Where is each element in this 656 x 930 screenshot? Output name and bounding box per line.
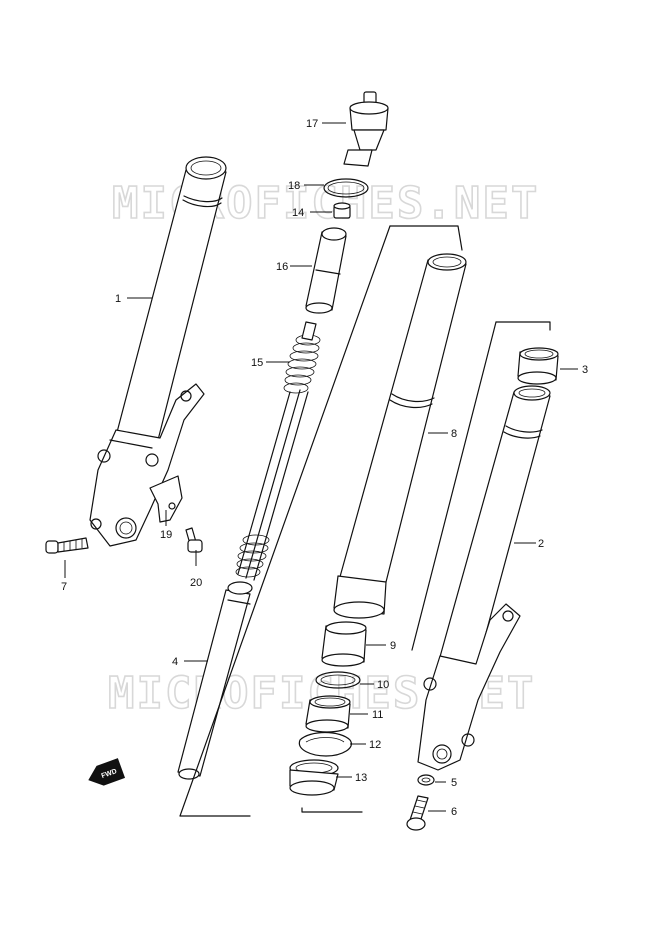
callout-5: 5 [451,777,457,789]
callout-6: 6 [451,806,457,818]
bolt-part-7 [45,537,89,554]
washer-part-5 [417,774,435,786]
clip-part-12 [298,731,352,757]
callout-19: 19 [160,529,172,541]
callout-2: 2 [538,538,544,550]
bolt-part-20 [185,527,203,553]
spacer-part-16 [305,227,347,314]
callout-18: 18 [288,180,300,192]
outer-tube-left [89,156,227,547]
callout-15: 15 [251,357,263,369]
callout-leaders [64,122,578,812]
bolt-part-6 [406,795,429,831]
callout-7: 7 [61,581,67,593]
callout-16: 16 [276,261,288,273]
callout-12: 12 [369,739,381,751]
callout-20: 20 [190,577,202,589]
washer-part-10 [315,671,361,689]
bottom-spring [235,534,270,578]
top-spring [283,321,321,394]
bracket-part-19 [149,475,183,523]
callout-9: 9 [390,640,396,652]
bushing-part-9 [321,621,367,667]
callout-14: 14 [292,207,304,219]
callout-1: 1 [115,293,121,305]
callout-17: 17 [306,118,318,130]
fwd-direction-badge: FWD [88,758,126,786]
callout-labels: 1 2 3 4 5 6 7 8 9 10 11 12 13 14 15 16 1… [61,118,588,818]
outer-tube-center [333,253,467,619]
callout-8: 8 [451,428,457,440]
center-panel-frame [179,225,463,817]
bushing-part-3 [517,347,559,385]
callout-4: 4 [172,656,178,668]
cap-bolt-part-17 [343,91,389,167]
damper-rod-part-15 [235,321,321,581]
inner-tube-right [417,385,551,771]
callout-3: 3 [582,364,588,376]
callout-13: 13 [355,772,367,784]
right-panel-frame [411,321,551,651]
o-ring-part-18 [323,178,369,198]
oil-seal-part-11 [305,695,351,733]
dust-seal-part-13 [289,759,339,796]
nut-part-14 [333,202,351,219]
callout-10: 10 [377,679,389,691]
callout-11: 11 [372,709,383,721]
